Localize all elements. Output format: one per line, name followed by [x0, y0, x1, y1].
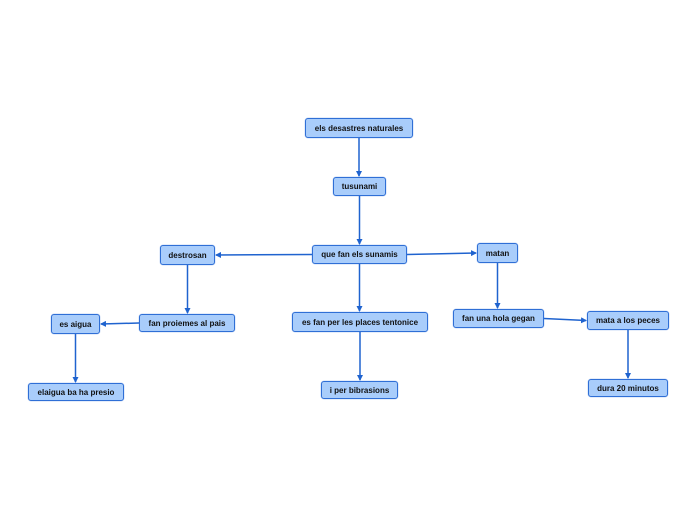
connector-arrow	[543, 317, 587, 324]
node-es-aigua[interactable]: es aigua	[51, 314, 100, 334]
connector-arrow	[215, 251, 313, 258]
connector-arrow	[100, 320, 140, 327]
node-elaigua-presio[interactable]: elaigua ba ha presio	[28, 383, 124, 401]
node-hola-gegan[interactable]: fan una hola gegan	[453, 309, 544, 328]
node-tusunami[interactable]: tusunami	[333, 177, 386, 196]
node-places-tentonice[interactable]: es fan per les places tentonice	[292, 312, 428, 332]
node-label: fan una hola gegan	[462, 314, 535, 323]
node-label: que fan els sunamis	[321, 250, 398, 259]
node-que-fan-els-sunamis[interactable]: que fan els sunamis	[312, 245, 407, 264]
node-label: i per bibrasions	[329, 385, 390, 395]
node-fan-problemes[interactable]: fan proiemes al pais	[139, 314, 235, 332]
node-label: dura 20 minutos	[597, 383, 659, 393]
node-dura-minutos[interactable]: dura 20 minutos	[588, 379, 668, 397]
node-label: destrosan	[168, 250, 207, 260]
node-label: es fan per les places tentonice	[301, 317, 419, 327]
node-label: els desastres naturales	[314, 123, 404, 133]
node-label: matan	[485, 248, 510, 258]
node-matan[interactable]: matan	[477, 243, 518, 263]
node-label: es aigua	[59, 319, 92, 329]
node-mata-peces[interactable]: mata a los peces	[587, 311, 669, 330]
node-label: fan proiemes al pais	[148, 318, 226, 328]
node-destrosan[interactable]: destrosan	[160, 245, 215, 265]
node-label: tusunami	[341, 182, 378, 191]
node-label: mata a los peces	[595, 316, 661, 325]
connector-arrow	[406, 250, 477, 257]
node-desastres-naturales[interactable]: els desastres naturales	[305, 118, 413, 138]
node-label: elaigua ba ha presio	[37, 387, 115, 397]
node-bibrasions[interactable]: i per bibrasions	[321, 381, 398, 399]
